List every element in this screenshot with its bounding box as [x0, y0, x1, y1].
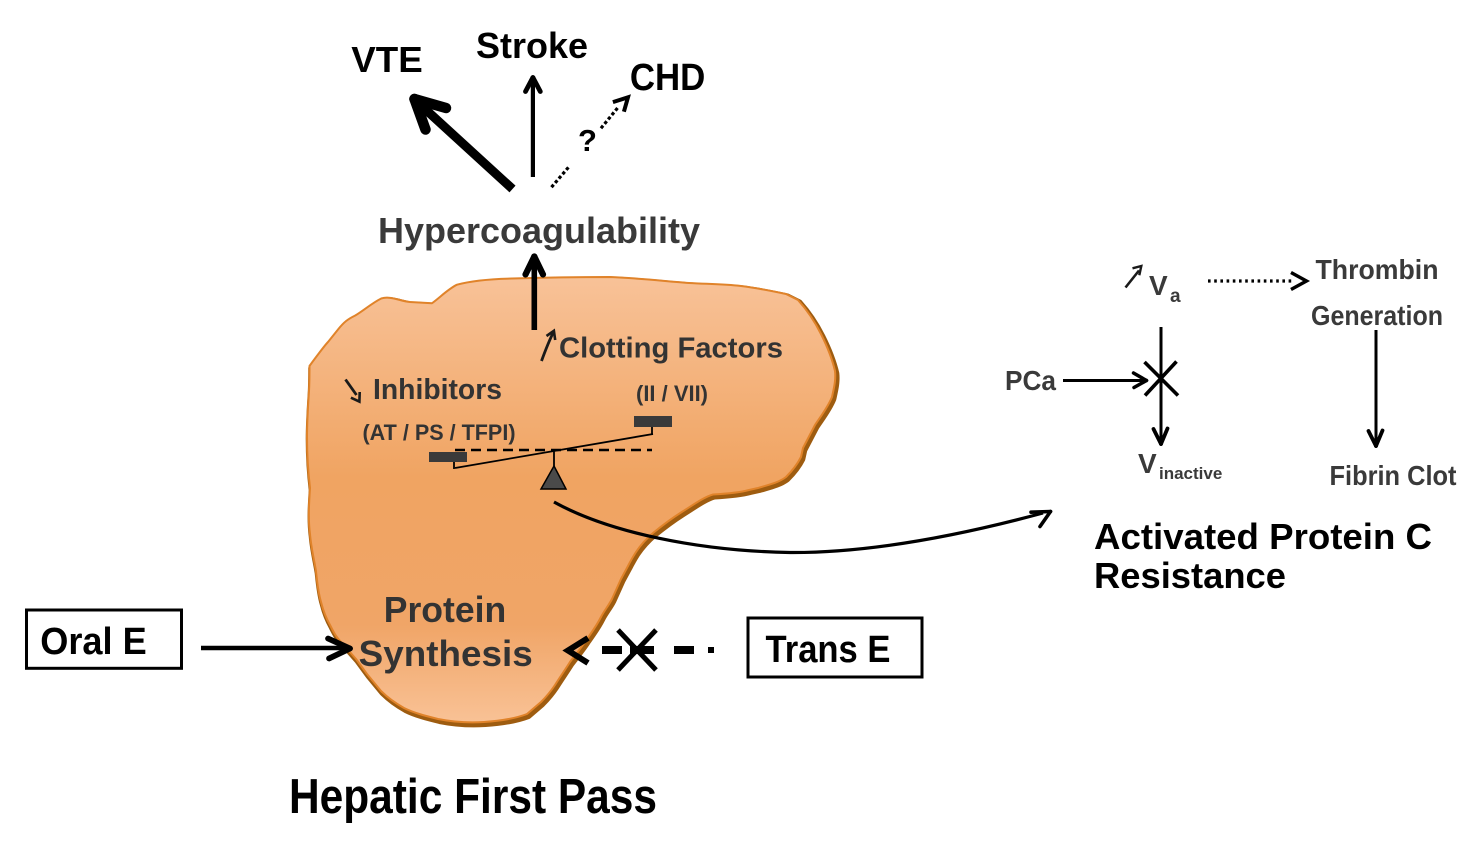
svg-text:inactive: inactive — [1159, 464, 1222, 483]
svg-text:Fibrin Clot: Fibrin Clot — [1330, 460, 1457, 491]
svg-text:Activated Protein C: Activated Protein C — [1094, 516, 1432, 557]
svg-text:a: a — [1170, 286, 1181, 307]
svg-text:Hypercoagulability: Hypercoagulability — [378, 210, 700, 251]
svg-text:Generation: Generation — [1311, 300, 1443, 331]
svg-text:Thrombin: Thrombin — [1316, 254, 1439, 285]
svg-text:V: V — [1149, 270, 1168, 301]
svg-text:Stroke: Stroke — [476, 25, 588, 66]
svg-text:Synthesis: Synthesis — [359, 633, 533, 674]
svg-text:Protein: Protein — [384, 589, 507, 630]
svg-text:?: ? — [578, 123, 597, 158]
svg-text:Hepatic First Pass: Hepatic First Pass — [289, 770, 657, 824]
svg-text:Inhibitors: Inhibitors — [373, 374, 502, 406]
svg-text:Trans E: Trans E — [766, 629, 891, 671]
svg-text:PCa: PCa — [1005, 365, 1056, 396]
svg-text:Clotting Factors: Clotting Factors — [559, 333, 783, 365]
svg-text:V: V — [1138, 448, 1157, 479]
svg-text:CHD: CHD — [630, 57, 706, 99]
svg-text:(II / VII): (II / VII) — [636, 381, 708, 406]
svg-text:(AT / PS / TFPI): (AT / PS / TFPI) — [363, 420, 516, 445]
svg-text:Resistance: Resistance — [1094, 555, 1286, 596]
svg-text:Oral E: Oral E — [40, 621, 147, 663]
svg-text:VTE: VTE — [351, 39, 423, 80]
